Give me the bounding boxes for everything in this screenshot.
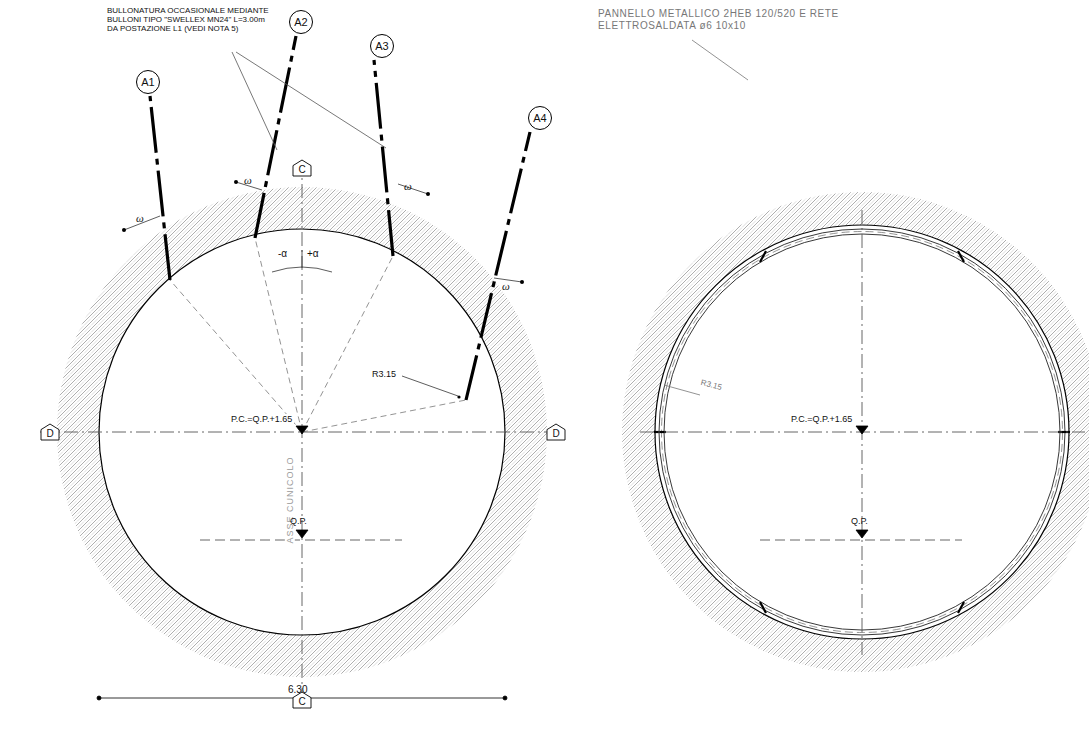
angle-symbol: ω: [502, 280, 510, 293]
level-label: P.C.=Q.P.+1.65: [229, 414, 294, 424]
axis-lines: [40, 160, 565, 712]
callout-number: A2: [294, 17, 307, 28]
bolt-callout: A4: [528, 106, 552, 130]
callout-note: BULLONATURA OCCASIONALE MEDIANTE BULLONI…: [107, 6, 277, 34]
bolt-callout: A1: [136, 70, 160, 94]
radius-dimension: R3.15: [372, 369, 396, 379]
callout-number: A4: [533, 113, 546, 124]
dimension-value: 6.30: [288, 684, 307, 696]
axis-label: ASSE CUNICOLO: [285, 454, 295, 545]
section-letter: D: [552, 429, 559, 439]
bolt-direction-lines: [170, 238, 466, 432]
rock-bolts: [150, 36, 530, 400]
callout-number: A1: [141, 77, 154, 88]
section-marker: C: [293, 160, 311, 176]
level-label: Q.P.: [290, 516, 307, 526]
axis-lines: [640, 210, 1085, 655]
section-marker: D: [41, 424, 59, 440]
level-label: Q.P.: [851, 516, 868, 526]
leader-lines: [664, 40, 748, 395]
section-letter: C: [298, 165, 305, 175]
angle-label: -α: [278, 248, 287, 260]
angle-symbol: ω: [244, 174, 252, 187]
angle-marks: [124, 182, 522, 396]
level-label: P.C.=Q.P.+1.65: [789, 414, 854, 424]
angle-symbol: ω: [136, 212, 144, 225]
ground-hatch: [622, 192, 1089, 672]
angle-dots: [122, 180, 524, 399]
invert-level-line: [760, 540, 962, 541]
bolt-callout: A3: [370, 34, 394, 58]
callout-leaders: [232, 52, 386, 150]
section-letter: C: [298, 697, 305, 707]
section-letter: D: [46, 429, 53, 439]
callout-note: PANNELLO METALLICO 2HEB 120/520 E RETE E…: [598, 8, 843, 31]
bolt-callout: A2: [289, 10, 313, 34]
angle-label: +α: [307, 248, 319, 260]
invert-level-line: [200, 540, 402, 541]
callout-number: A3: [375, 41, 388, 52]
section-marker: D: [547, 424, 565, 440]
angle-symbol: ω: [404, 180, 412, 193]
